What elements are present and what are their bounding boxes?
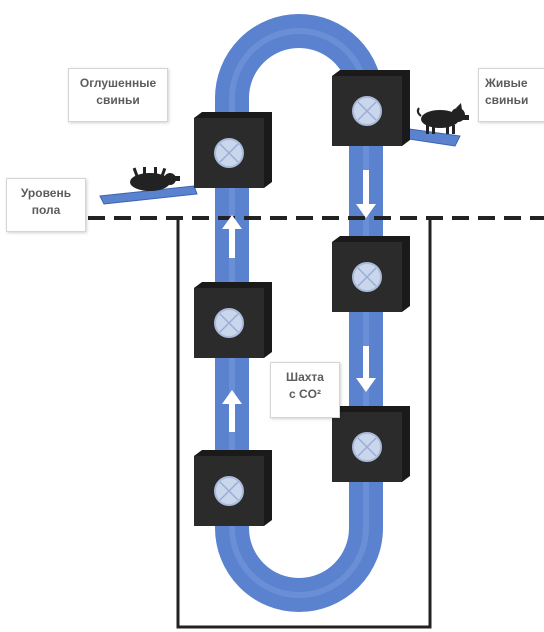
live-pigs-label-line2: свиньи (485, 93, 529, 107)
pig-icon (416, 103, 469, 134)
exit-platform (99, 185, 198, 205)
stunned-pigs-label-line2: свиньи (96, 93, 140, 107)
pig-icon (130, 167, 180, 191)
floor-level-label-line2: пола (31, 203, 61, 217)
co2-shaft-label-line2: с CO² (288, 387, 321, 401)
entry-platform (401, 127, 461, 147)
arrow-icon (222, 390, 242, 432)
live-pigs-label-line1: Живые (485, 76, 528, 90)
stunned-pigs-label: Оглушенные свиньи (68, 68, 168, 122)
gondola (332, 236, 410, 312)
gondola (194, 112, 272, 188)
conveyor-track (215, 14, 383, 612)
co2-shaft-label: Шахта с CO² (270, 362, 340, 418)
arrow-icon (222, 215, 242, 258)
floor-level-label: Уровень пола (6, 178, 86, 232)
gondola (194, 450, 272, 526)
co2-pit (176, 217, 432, 629)
gondola (194, 282, 272, 358)
co2-shaft-label-line1: Шахта (286, 370, 324, 384)
gondola (332, 406, 410, 482)
stunned-pigs-label-line1: Оглушенные (79, 76, 157, 90)
floor-level-label-line1: Уровень (20, 186, 72, 200)
gondola (332, 70, 410, 146)
arrow-icon (356, 170, 376, 218)
live-pigs-label: Живые свиньи (478, 68, 544, 122)
arrow-icon (356, 346, 376, 392)
